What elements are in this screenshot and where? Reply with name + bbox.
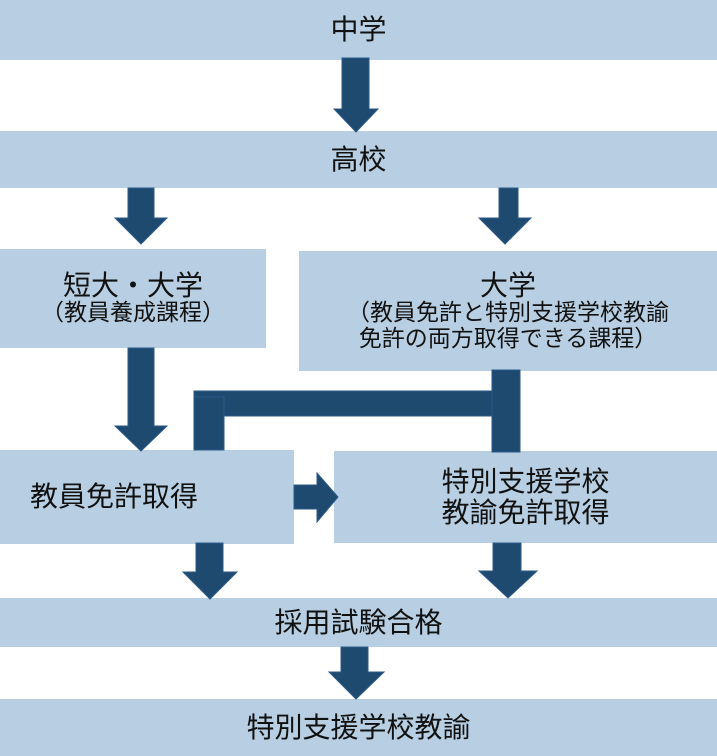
- node-subtitle: （教員免許と特別支援学校教諭: [347, 299, 669, 326]
- node-subtitle: 免許の両方取得できる課程）: [358, 325, 658, 352]
- connector-bar-horizontal: [193, 390, 493, 417]
- node-junior-high: 中学: [0, 0, 717, 60]
- arrow-down-icon: [113, 347, 169, 452]
- arrow-right-icon: [293, 471, 339, 524]
- node-teacher-license: 教員免許取得: [0, 450, 294, 544]
- arrow-down-icon: [113, 187, 169, 245]
- connector-bar-vertical-right: [491, 369, 521, 453]
- node-label: 中学: [330, 13, 387, 47]
- arrow-down-icon: [332, 57, 380, 133]
- arrow-down-icon: [327, 646, 386, 700]
- node-high-school: 高校: [0, 131, 717, 188]
- arrow-down-icon: [477, 187, 533, 245]
- node-title: 短大・大学: [62, 268, 203, 302]
- node-college-teacher-course: 短大・大学 （教員養成課程）: [0, 249, 266, 348]
- arrow-down-icon: [181, 542, 239, 600]
- node-title: 教諭免許取得: [441, 496, 610, 529]
- node-subtitle: （教員養成課程）: [41, 300, 225, 327]
- node-title: 特別支援学校: [441, 464, 610, 498]
- node-title: 大学: [479, 268, 536, 302]
- node-label: 特別支援学校教諭: [246, 710, 471, 744]
- connector-bar-vertical-left: [193, 396, 225, 451]
- node-university-dual-course: 大学 （教員免許と特別支援学校教諭 免許の両方取得できる課程）: [299, 251, 717, 371]
- node-label: 採用試験合格: [274, 605, 443, 639]
- node-special-support-license: 特別支援学校 教諭免許取得: [334, 451, 717, 543]
- node-label: 高校: [330, 142, 387, 176]
- node-employment-exam: 採用試験合格: [0, 598, 717, 647]
- node-label: 教員免許取得: [30, 480, 199, 514]
- arrow-down-icon: [477, 542, 539, 599]
- node-special-support-teacher: 特別支援学校教諭: [0, 699, 717, 756]
